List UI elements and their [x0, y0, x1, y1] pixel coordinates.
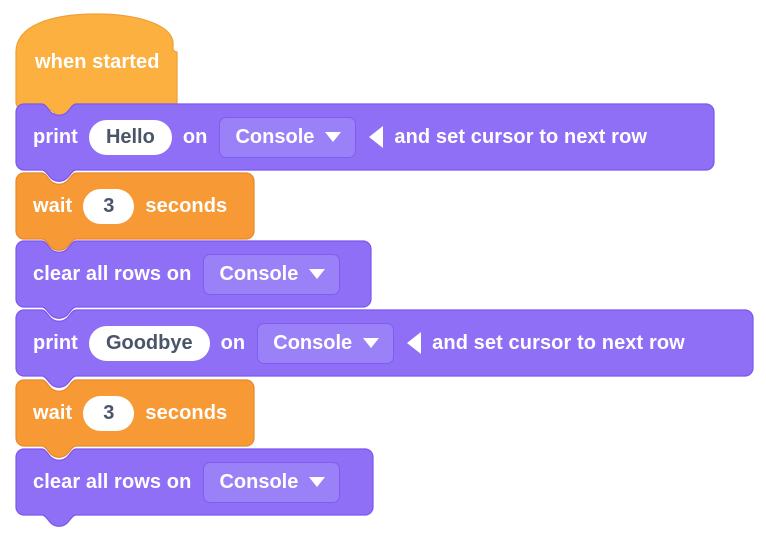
- print-text-input[interactable]: Hello: [88, 119, 172, 155]
- print-hello-shape: [15, 103, 715, 182]
- wait-shape-1: [15, 172, 255, 251]
- console-target-dropdown[interactable]: Console: [257, 322, 395, 364]
- chevron-down-icon: [309, 269, 326, 279]
- left-triangle-icon[interactable]: [369, 126, 384, 148]
- console-target-value: Console: [219, 470, 299, 493]
- chevron-down-icon: [325, 132, 342, 142]
- chevron-down-icon: [309, 477, 326, 487]
- block-when-started[interactable]: when started: [15, 13, 178, 122]
- console-target-dropdown[interactable]: Console: [219, 116, 357, 158]
- left-triangle-icon[interactable]: [407, 332, 422, 354]
- console-target-value: Console: [219, 262, 299, 285]
- block-wait-seconds-1[interactable]: wait 3 seconds: [15, 172, 255, 251]
- wait-shape-2: [15, 379, 255, 458]
- console-target-value: Console: [273, 331, 353, 354]
- block-wait-seconds-2[interactable]: wait 3 seconds: [15, 379, 255, 458]
- console-target-dropdown[interactable]: Console: [203, 253, 341, 295]
- wait-seconds-input[interactable]: 3: [83, 395, 135, 431]
- block-clear-all-rows-1[interactable]: clear all rows on Console: [15, 240, 372, 319]
- console-target-value: Console: [235, 125, 315, 148]
- console-target-dropdown[interactable]: Console: [203, 461, 341, 503]
- block-clear-all-rows-2[interactable]: clear all rows on Console: [15, 448, 374, 527]
- print-text-input[interactable]: Goodbye: [88, 325, 210, 361]
- chevron-down-icon: [363, 338, 380, 348]
- block-print-hello[interactable]: print Hello on Console and set cursor to…: [15, 103, 715, 182]
- block-print-goodbye[interactable]: print Goodbye on Console and set cursor …: [15, 309, 754, 388]
- wait-seconds-input[interactable]: 3: [83, 188, 135, 224]
